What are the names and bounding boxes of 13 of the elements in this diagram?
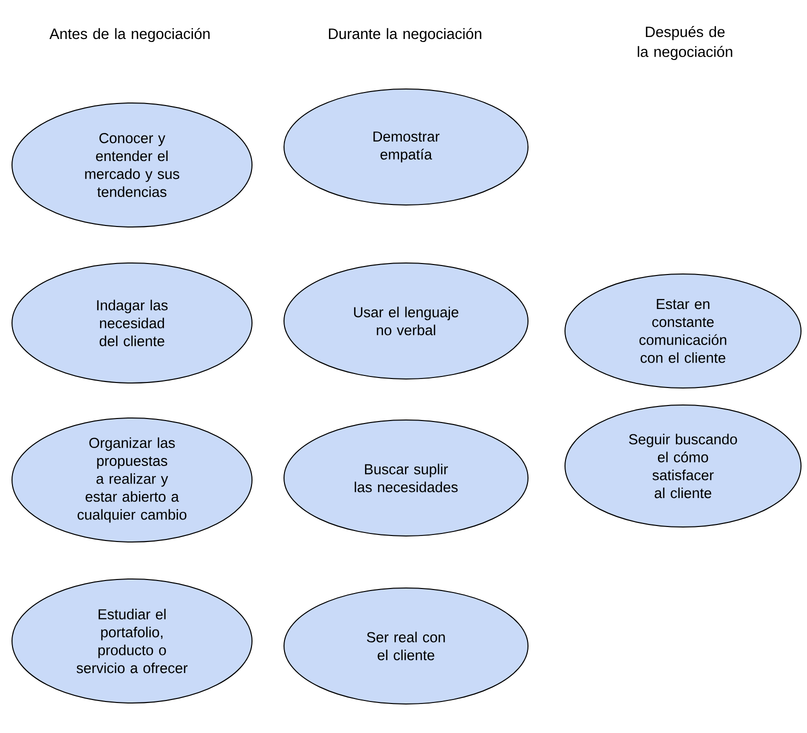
- ellipse-node: Conocer y entender el mercado y sus tendencias: [12, 102, 252, 228]
- ellipse-node: Buscar suplir las necesidades: [284, 420, 528, 536]
- column-heading: Antes de la negociación: [49, 28, 210, 42]
- ellipse-node: Demostrar empatía: [284, 88, 528, 206]
- ellipse-node: Estar en constante comunicación con el cliente: [564, 274, 802, 388]
- ellipse-node: Ser real con el cliente: [284, 588, 528, 704]
- ellipse-node: Estudiar el portafolio, producto o servicio a ofrecer: [12, 578, 252, 704]
- ellipse-node: Usar el lenguaje no verbal: [284, 262, 528, 380]
- column-heading: Después de la negociación: [638, 26, 732, 60]
- ellipse-node: Seguir buscando el cómo satisfacer al cliente: [564, 404, 802, 528]
- column-heading: Durante la negociación: [328, 28, 482, 42]
- ellipse-node: Indagar las necesidad del cliente: [12, 262, 252, 384]
- ellipse-node: Organizar las propuestas a realizar y estar abierto a cualquier cambio: [12, 418, 252, 542]
